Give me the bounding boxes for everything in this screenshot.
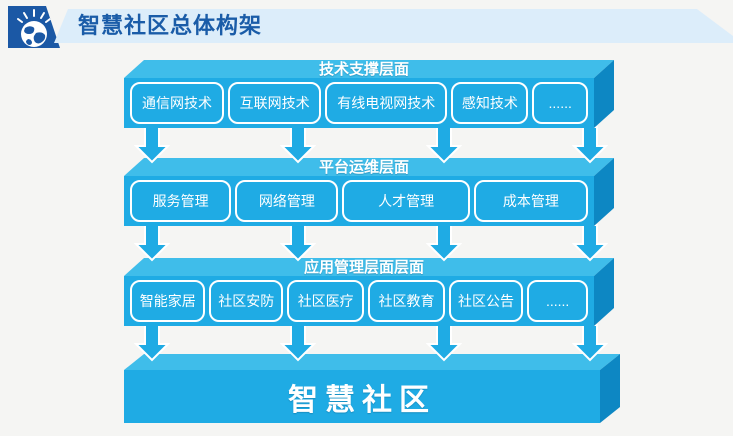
- down-arrow-icon: [572, 224, 608, 262]
- base-title: 智慧社区: [288, 383, 436, 417]
- box-item: 人才管理: [342, 180, 470, 222]
- layer-side-face: [594, 158, 614, 226]
- down-arrow-icon: [426, 224, 462, 262]
- box-item: 智能家居: [130, 280, 206, 322]
- layer-tech-support: 技术支撑层面 通信网技术 互联网技术 有线电视网技术 感知技术 ......: [124, 60, 614, 128]
- box-item: 服务管理: [130, 180, 232, 222]
- layer-top-face: [124, 258, 614, 276]
- box-item: 网络管理: [235, 180, 339, 222]
- layer-front-face: 智能家居 社区安防 社区医疗 社区教育 社区公告 ......: [124, 276, 594, 326]
- layer-title: 应用管理层面层面: [303, 259, 424, 276]
- box-item: ......: [532, 82, 588, 124]
- down-arrow-icon: [572, 324, 608, 362]
- base-bar-smart-community: 智慧社区: [124, 354, 620, 423]
- down-arrow-icon: [134, 126, 170, 164]
- box-item: 互联网技术: [228, 82, 322, 124]
- layer-front-face: 通信网技术 互联网技术 有线电视网技术 感知技术 ......: [124, 78, 594, 128]
- box-item: 社区安防: [209, 280, 284, 322]
- box-item: 社区公告: [448, 280, 524, 322]
- down-arrow-icon: [426, 324, 462, 362]
- down-arrow-icon: [280, 126, 316, 164]
- down-arrow-icon: [134, 324, 170, 362]
- title-banner: 智慧社区总体构架: [54, 9, 733, 43]
- box-item: 有线电视网技术: [325, 82, 448, 124]
- box-item: 感知技术: [451, 82, 529, 124]
- box-item: 社区教育: [368, 280, 445, 322]
- globe-icon: [17, 9, 51, 47]
- layer-title: 技术支撑层面: [318, 61, 409, 78]
- layer-side-face: [594, 60, 614, 128]
- layer-front-face: 服务管理 网络管理 人才管理 成本管理: [124, 176, 594, 226]
- down-arrow-icon: [426, 126, 462, 164]
- down-arrow-icon: [572, 126, 608, 164]
- base-front-face: 智慧社区: [124, 370, 600, 423]
- down-arrow-icon: [134, 224, 170, 262]
- box-item: 社区医疗: [287, 280, 365, 322]
- layer-platform-ops: 平台运维层面 服务管理 网络管理 人才管理 成本管理: [124, 158, 614, 226]
- box-item: 成本管理: [473, 180, 588, 222]
- layer-title: 平台运维层面: [318, 159, 409, 176]
- layer-top-face: [124, 158, 614, 176]
- down-arrow-icon: [280, 224, 316, 262]
- page-title: 智慧社区总体构架: [78, 13, 263, 38]
- layer-app-management: 应用管理层面层面 智能家居 社区安防 社区医疗 社区教育 社区公告 ......: [124, 258, 614, 326]
- layer-top-face: [124, 60, 614, 78]
- down-arrow-icon: [280, 324, 316, 362]
- base-side-face: [600, 354, 620, 423]
- app-logo-tile: [8, 6, 60, 48]
- box-item: ......: [527, 280, 588, 322]
- box-item: 通信网技术: [130, 82, 225, 124]
- base-top-face: [124, 354, 620, 370]
- layer-side-face: [594, 258, 614, 326]
